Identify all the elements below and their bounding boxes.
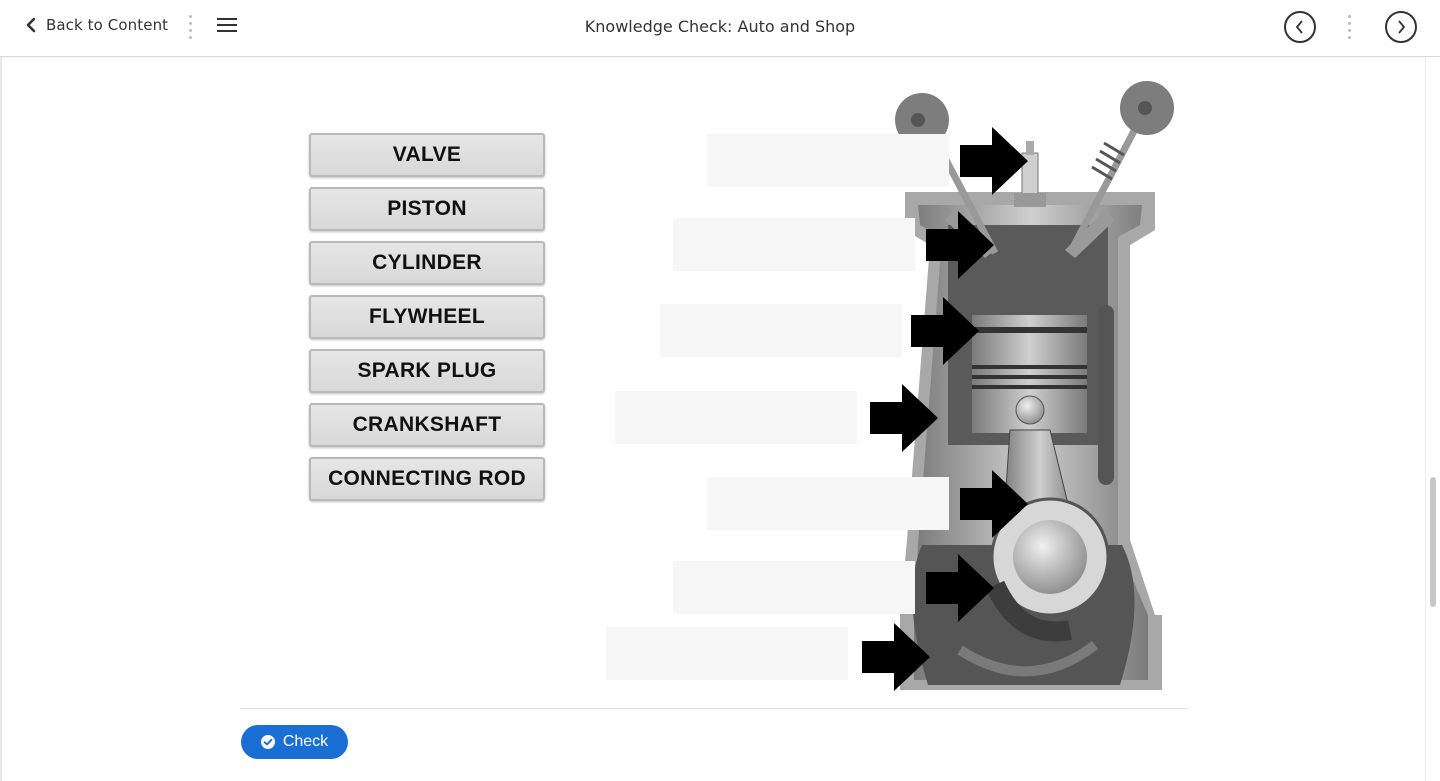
- next-button[interactable]: [1385, 11, 1417, 43]
- chevron-left-icon: [26, 17, 36, 33]
- drop-zone[interactable]: [707, 134, 949, 187]
- vertical-dots-icon: [189, 15, 193, 41]
- drop-zone[interactable]: [673, 218, 915, 271]
- word-tile-flywheel[interactable]: FLYWHEEL: [309, 295, 545, 339]
- check-circle-icon: [260, 735, 275, 749]
- engine-diagram: [600, 75, 1190, 705]
- scrollbar[interactable]: [1425, 57, 1440, 781]
- back-to-content-label: Back to Content: [46, 16, 169, 34]
- drop-zone[interactable]: [660, 304, 902, 357]
- word-tile-connecting-rod[interactable]: CONNECTING ROD: [309, 457, 545, 501]
- drop-zone[interactable]: [707, 477, 949, 530]
- footer-divider: [240, 708, 1187, 709]
- word-tile-valve[interactable]: VALVE: [309, 133, 545, 177]
- drop-zone[interactable]: [606, 627, 848, 680]
- top-bar: Back to Content Knowledge Check: Auto an…: [0, 0, 1440, 57]
- chevron-left-icon: [1295, 20, 1303, 34]
- check-button-label: Check: [282, 733, 329, 750]
- arrow-icon: [862, 127, 1028, 691]
- engine-cutaway-illustration: [606, 81, 1174, 691]
- vertical-dots-icon: [1348, 15, 1352, 41]
- drop-zone[interactable]: [673, 561, 915, 614]
- scrollbar-thumb[interactable]: [1430, 477, 1436, 607]
- page-edge: [0, 57, 2, 781]
- word-tile-piston[interactable]: PISTON: [309, 187, 545, 231]
- check-button[interactable]: Check: [241, 725, 348, 759]
- previous-button[interactable]: [1284, 11, 1316, 43]
- menu-icon[interactable]: [217, 18, 237, 34]
- chevron-right-icon: [1398, 20, 1406, 34]
- drop-zone[interactable]: [615, 391, 857, 444]
- back-to-content-link[interactable]: Back to Content: [26, 16, 168, 34]
- word-tile-cylinder[interactable]: CYLINDER: [309, 241, 545, 285]
- page-title: Knowledge Check: Auto and Shop: [584, 17, 856, 36]
- word-tile-spark-plug[interactable]: SPARK PLUG: [309, 349, 545, 393]
- word-tile-crankshaft[interactable]: CRANKSHAFT: [309, 403, 545, 447]
